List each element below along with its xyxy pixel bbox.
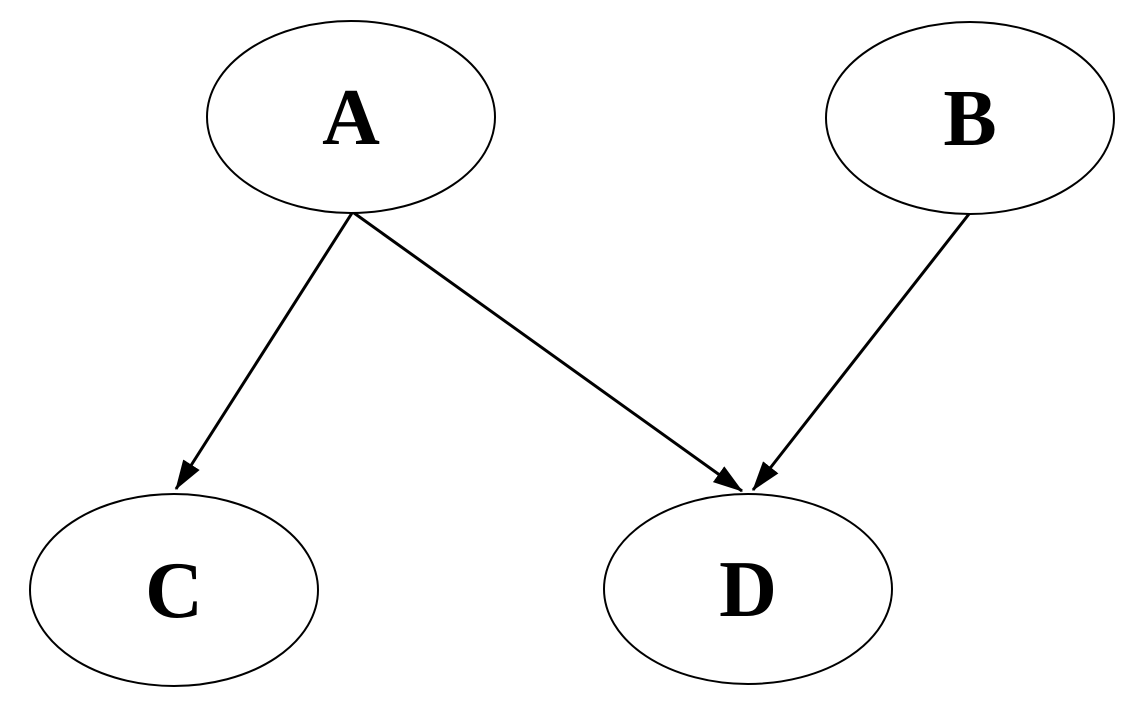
node-A-ellipse bbox=[206, 20, 496, 214]
edges-layer bbox=[174, 211, 971, 493]
nodes-layer: A B C D bbox=[29, 20, 1115, 687]
edge-A-C bbox=[174, 212, 354, 491]
node-C-label: C bbox=[145, 547, 203, 635]
node-D-label: D bbox=[719, 546, 777, 634]
edge-A-D bbox=[353, 211, 743, 493]
node-B-ellipse bbox=[825, 21, 1115, 215]
node-A: A bbox=[206, 20, 496, 214]
node-B: B bbox=[825, 21, 1115, 215]
edge-B-D bbox=[751, 213, 971, 491]
node-C: C bbox=[29, 493, 319, 687]
node-D-ellipse bbox=[603, 493, 893, 685]
node-D: D bbox=[603, 493, 893, 685]
node-C-ellipse bbox=[29, 493, 319, 687]
node-A-label: A bbox=[322, 74, 380, 162]
node-B-label: B bbox=[943, 75, 996, 163]
